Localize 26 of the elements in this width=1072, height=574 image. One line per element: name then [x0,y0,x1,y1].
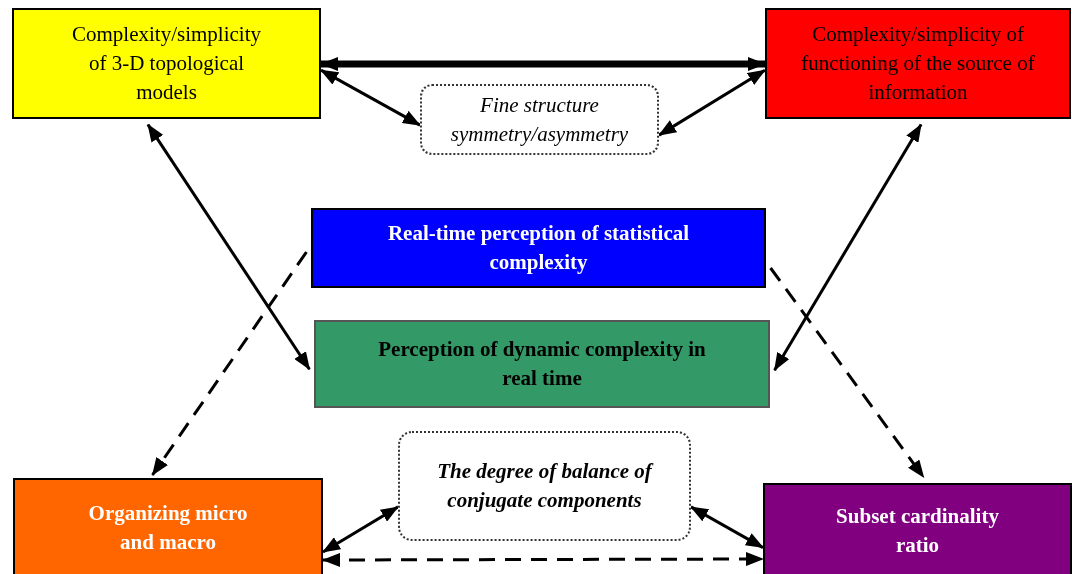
topic-box [12,8,321,119]
node-label: Real-time perception of statistical complexity [386,220,691,276]
arrow [658,68,766,137]
dashed-arrow [769,267,925,479]
process-box [314,320,770,408]
topic-box [763,483,1072,574]
topic-box [765,8,1071,119]
node-label: The degree of balance of conjugate components [436,458,655,514]
node-label: Organizing micro and macro [87,500,249,556]
dashed-arrow [151,251,308,476]
node-label: Complexity/simplicity of 3-D topological models [71,21,262,106]
note-box [420,84,659,155]
arrow [320,68,421,127]
process-box [311,208,766,288]
note-box [398,431,691,541]
node-label: Complexity/simplicity of functioning of the source of information [800,21,1036,106]
node-label: Perception of dynamic complexity in real time [377,336,707,392]
arrow [322,505,399,554]
topic-box [13,478,323,574]
arrow [773,123,923,371]
arrow [320,57,766,71]
arrow [146,123,311,371]
node-label: Subset cardinality ratio [835,502,1000,559]
arrow [690,505,764,549]
node-label: Fine structure symmetry/asymmetry [449,91,630,148]
dashed-arrow [322,552,764,567]
